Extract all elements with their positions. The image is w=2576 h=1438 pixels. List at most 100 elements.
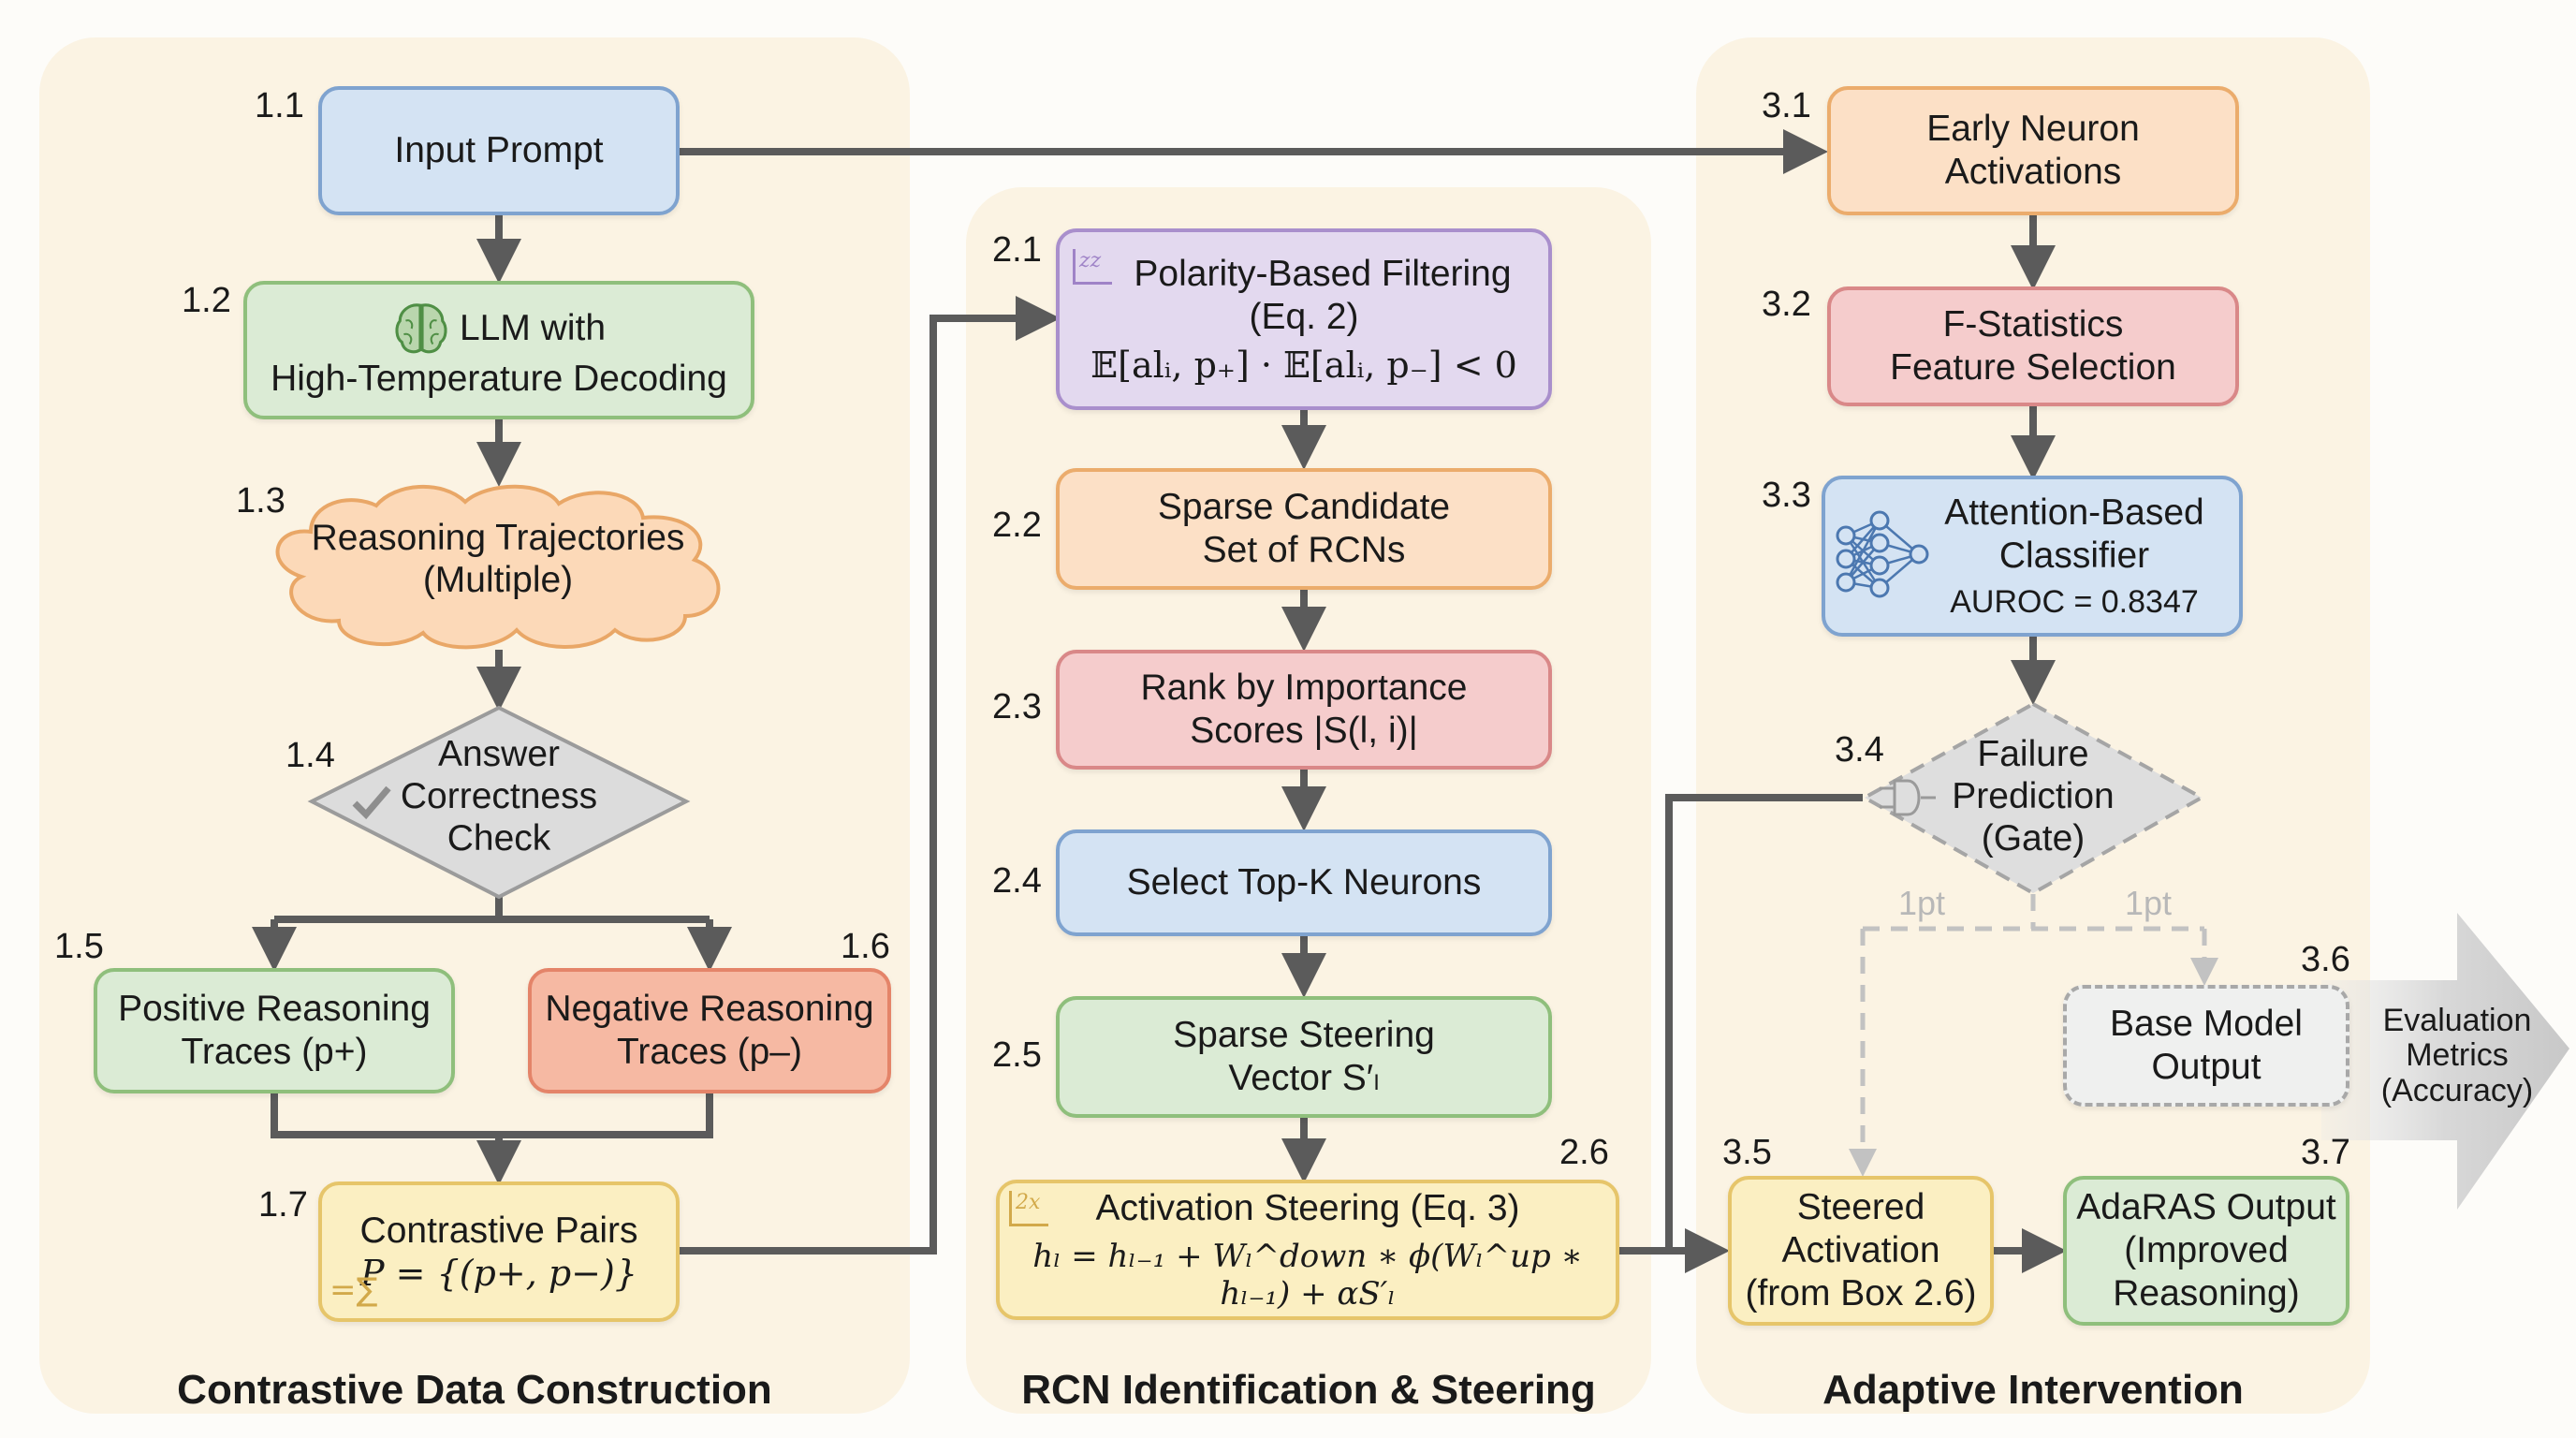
node-label: (from Box 2.6) [1745, 1273, 1977, 1313]
eval-line: (Accuracy) [2380, 1072, 2534, 1108]
step-number: 1.7 [258, 1185, 308, 1225]
node-label: Vector S′ₗ [1228, 1058, 1380, 1098]
step-number: 1.1 [255, 86, 304, 125]
panel-title: Contrastive Data Construction [177, 1367, 772, 1413]
node-label: Traces (p+) [181, 1032, 368, 1072]
activation-steering-box: Activation Steering (Eq. 3) hₗ = hₗ₋₁ + … [996, 1180, 1619, 1320]
adaras-output-box: AdaRAS Output (Improved Reasoning) [2063, 1176, 2349, 1326]
f-statistics-box: F-Statistics Feature Selection [1827, 286, 2239, 406]
step-number: 2.5 [992, 1035, 1042, 1075]
step-number: 3.4 [1835, 730, 1884, 770]
node-label: (Eq. 2) [1249, 296, 1359, 337]
polarity-filtering-box: Polarity-Based Filtering (Eq. 2) 𝔼[alᵢ, … [1056, 228, 1552, 410]
attention-classifier-box: Attention-Based Classifier AUROC = 0.834… [1822, 476, 2243, 637]
node-label: Correctness [400, 775, 598, 816]
panel-title: Adaptive Intervention [1822, 1367, 2244, 1413]
node-label: Polarity-Based Filtering [1134, 253, 1512, 294]
node-label: Output [2151, 1047, 2261, 1087]
failure-prediction-label: Failure Prediction (Gate) [1930, 734, 2136, 860]
panel-title: RCN Identification & Steering [1021, 1367, 1596, 1413]
node-label: High-Temperature Decoding [271, 358, 727, 399]
decision-diamond [307, 705, 691, 900]
node-label: Sparse Steering [1173, 1014, 1435, 1055]
node-label: (Gate) [1981, 817, 2086, 858]
auroc-value: AUROC = 0.8347 [1950, 583, 2199, 620]
node-label: Check [446, 817, 551, 858]
formula-icon: zz [1073, 249, 1112, 285]
step-number: 1.5 [54, 927, 104, 966]
checkmark-icon [352, 785, 391, 820]
node-label: Failure [1977, 734, 2089, 774]
eval-line: Metrics [2406, 1037, 2509, 1074]
step-number: 3.1 [1762, 86, 1811, 125]
node-label: Activations [1944, 152, 2122, 192]
rank-importance-box: Rank by Importance Scores |S(l, i)| [1056, 650, 1552, 770]
step-number: 2.2 [992, 506, 1042, 545]
step-number: 3.6 [2301, 940, 2350, 979]
node-label: Feature Selection [1890, 347, 2176, 388]
node-label: (Multiple) [422, 559, 574, 600]
node-label: Contrastive Pairs [359, 1210, 638, 1251]
node-label: Prediction [1952, 775, 2115, 816]
node-label: Positive Reasoning [118, 988, 431, 1029]
node-label: F-Statistics [1942, 303, 2124, 345]
polarity-formula: 𝔼[alᵢ, p₊] · 𝔼[alᵢ, p₋] < 0 [1090, 344, 1517, 386]
step-number: 2.6 [1559, 1133, 1609, 1172]
neural-network-icon [1836, 510, 1929, 598]
steered-activation-box: Steered Activation (from Box 2.6) [1728, 1176, 1994, 1326]
negative-traces-box: Negative Reasoning Traces (p–) [528, 968, 891, 1093]
node-label: Rank by Importance [1140, 667, 1468, 708]
step-number: 1.3 [236, 481, 285, 521]
llm-decoding-box: LLM with High-Temperature Decoding [243, 281, 754, 419]
node-label: Sparse Candidate [1157, 486, 1451, 527]
node-label: Answer [437, 734, 561, 774]
step-number: 3.3 [1762, 476, 1811, 515]
step-number: 1.4 [285, 736, 335, 775]
node-label: LLM with [459, 307, 607, 348]
logic-gate-icon [1880, 779, 1936, 816]
step-number: 1.2 [182, 281, 231, 320]
step-number: 2.4 [992, 861, 1042, 901]
edge-label-right: 1pt [2125, 884, 2173, 922]
node-label: Set of RCNs [1202, 530, 1406, 570]
node-label: (Improved [2124, 1229, 2289, 1270]
cloud-shape [275, 484, 721, 650]
step-number: 3.7 [2301, 1133, 2350, 1172]
node-label: Base Model [2110, 1003, 2303, 1044]
edge-label-left: 1pt [1898, 884, 1946, 922]
select-topk-box: Select Top-K Neurons [1056, 829, 1552, 936]
node-label: Early Neuron [1926, 108, 2140, 149]
pairs-formula: P = {(p+, p−)} [359, 1252, 638, 1294]
node-label: Reasoning Trajectories [311, 518, 685, 558]
step-number: 3.5 [1722, 1133, 1772, 1172]
node-label: Steered [1796, 1186, 1925, 1227]
node-label: Traces (p–) [617, 1032, 802, 1072]
node-label: Activation [1781, 1229, 1940, 1270]
formula-icon: 2x [1009, 1191, 1048, 1226]
node-label: Negative Reasoning [545, 988, 874, 1029]
answer-correctness-check: Answer Correctness Check [377, 734, 621, 860]
node-label: Input Prompt [394, 129, 604, 170]
node-label: Scores |S(l, i)| [1190, 711, 1418, 751]
node-label: Select Top-K Neurons [1126, 861, 1482, 902]
steering-formula: hₗ = hₗ₋₁ + Wₗ^down ∗ ϕ(Wₗ^up ∗ hₗ₋₁) + … [1032, 1237, 1583, 1313]
sparse-steering-vector-box: Sparse Steering Vector S′ₗ [1056, 996, 1552, 1118]
step-number: 2.3 [992, 687, 1042, 726]
node-label: Classifier [1998, 535, 2150, 576]
node-label: Activation Steering (Eq. 3) [1095, 1187, 1520, 1228]
failure-gate-diamond [1860, 701, 2206, 896]
sum-icon: =∑ [329, 1271, 378, 1309]
reasoning-trajectories-cloud: Reasoning Trajectories (Multiple) [273, 518, 723, 602]
input-prompt-box: Input Prompt [318, 86, 680, 215]
contrastive-pairs-box: Contrastive Pairs P = {(p+, p−)} [318, 1181, 680, 1322]
sparse-candidate-box: Sparse Candidate Set of RCNs [1056, 468, 1552, 590]
early-neuron-activations-box: Early Neuron Activations [1827, 86, 2239, 215]
base-model-output-box: Base Model Output [2063, 985, 2349, 1107]
step-number: 1.6 [841, 927, 890, 966]
step-number: 2.1 [992, 230, 1042, 270]
eval-line: Evaluation [2382, 1003, 2532, 1038]
node-label: Attention-Based [1944, 492, 2204, 533]
evaluation-metrics-label: Evaluation Metrics (Accuracy) [2368, 1003, 2546, 1108]
node-label: AdaRAS Output [2076, 1186, 2336, 1227]
